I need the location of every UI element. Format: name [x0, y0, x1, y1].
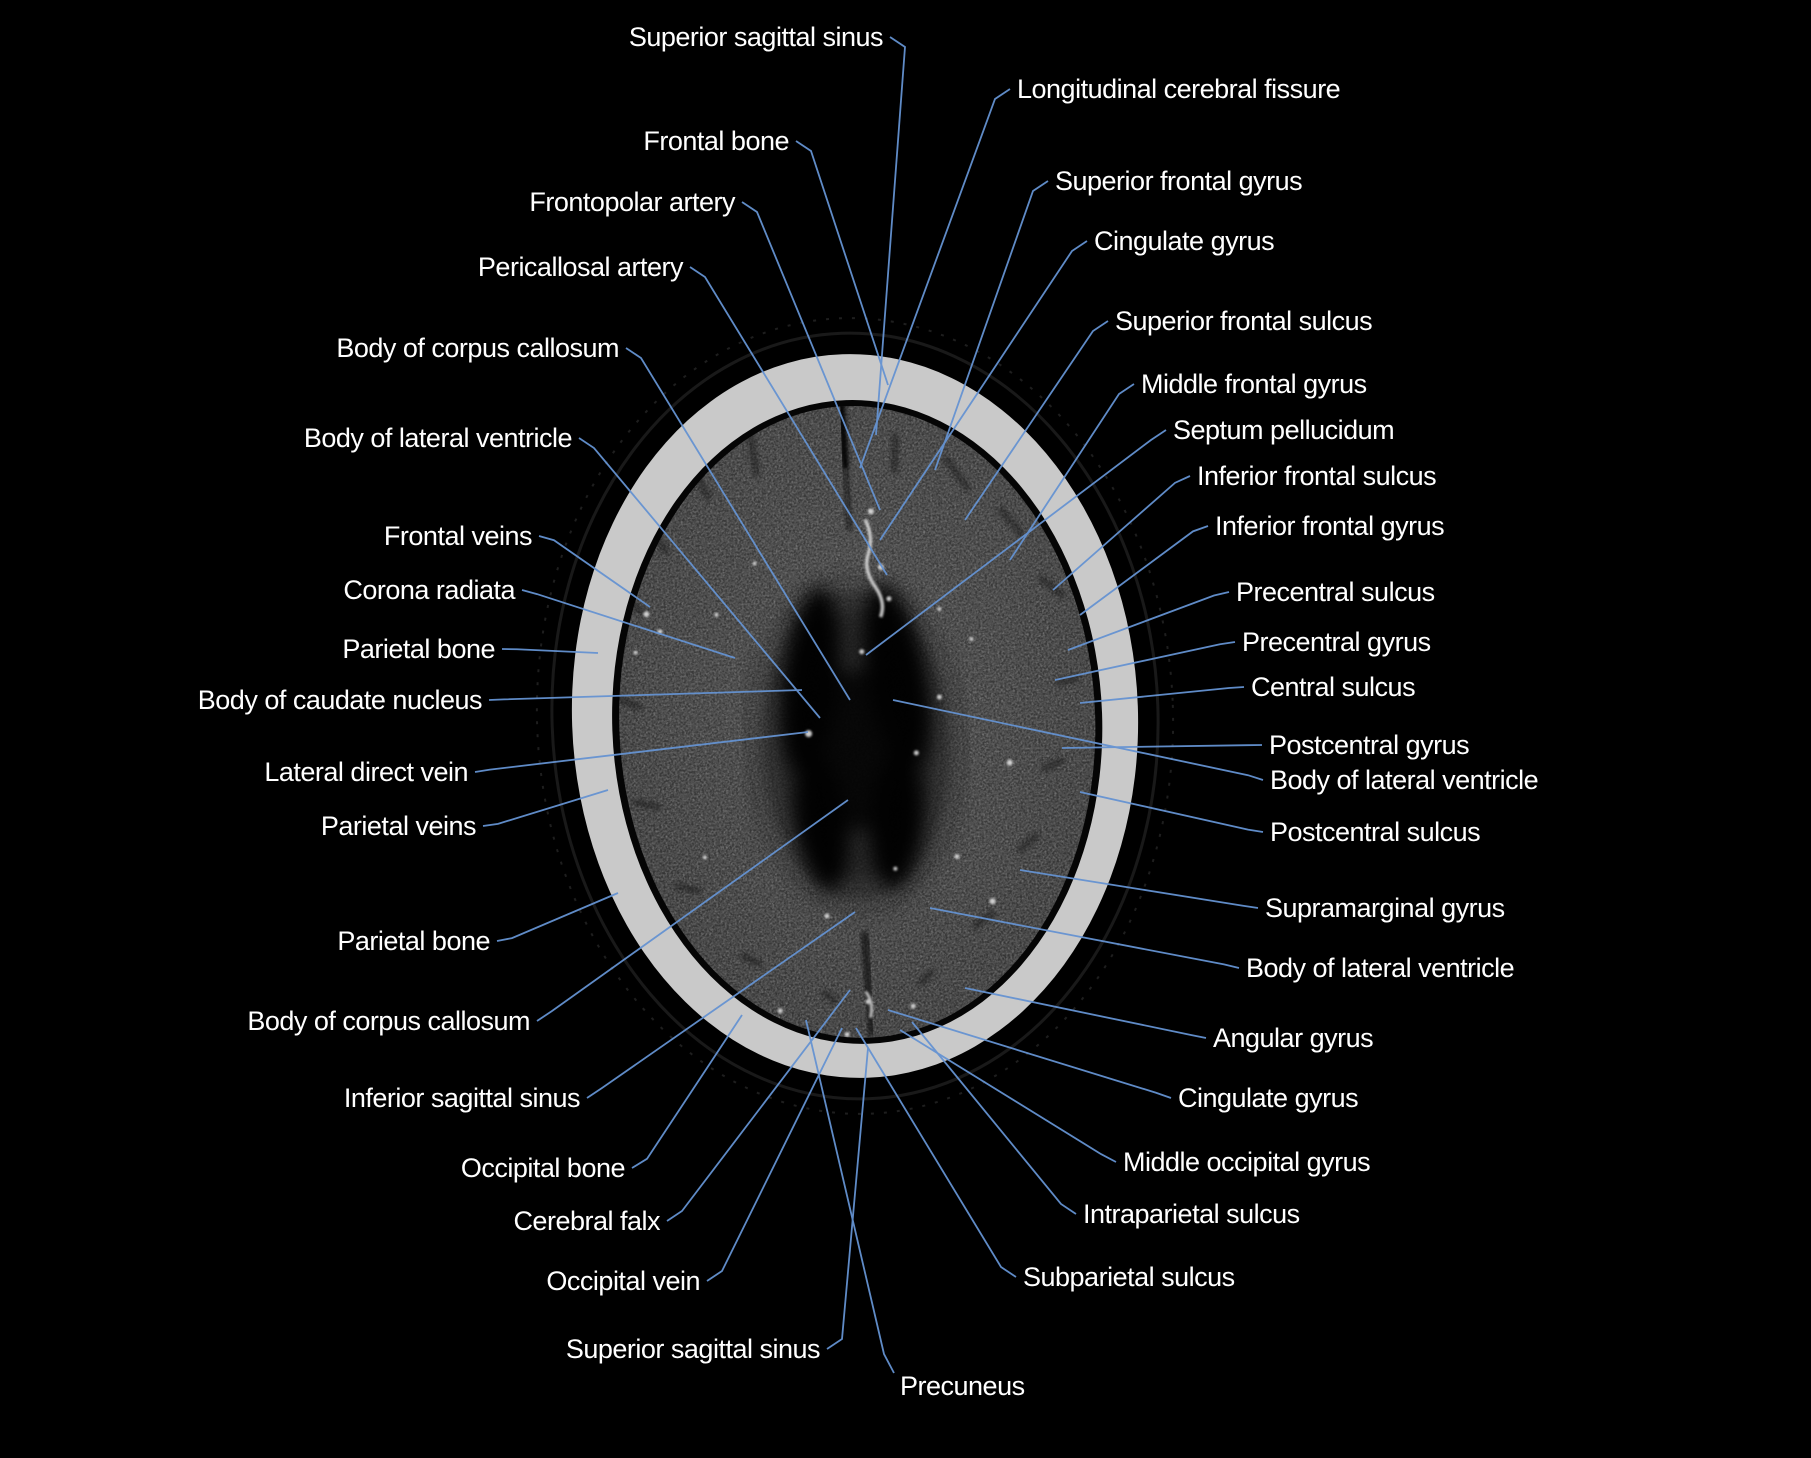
leader-line-corona-radiata — [521, 589, 736, 659]
leader-line-inferior-frontal-sulcus — [1052, 475, 1191, 591]
leader-line-body-of-lateral-ventricle-right-lower — [929, 907, 1240, 969]
leader-line-body-of-corpus-callosum-upper — [625, 347, 851, 701]
anatomy-label-precentral-gyrus: Precentral gyrus — [1242, 627, 1431, 657]
anatomy-label-body-of-corpus-callosum-upper: Body of corpus callosum — [336, 333, 619, 363]
leader-line-pericallosal-artery — [689, 266, 888, 576]
leader-line-precentral-gyrus — [1054, 641, 1236, 681]
scalp-outline-faint — [550, 331, 1160, 1101]
leader-line-precuneus — [805, 1019, 895, 1374]
midline-fissure — [837, 398, 875, 1036]
leader-line-body-of-lateral-ventricle-left — [578, 437, 821, 719]
leader-line-cingulate-gyrus-upper — [879, 240, 1088, 541]
anatomy-label-lateral-direct-vein: Lateral direct vein — [264, 757, 468, 787]
anatomy-label-precentral-sulcus: Precentral sulcus — [1236, 577, 1435, 607]
anatomy-label-body-of-lateral-ventricle-right-upper: Body of lateral ventricle — [1270, 765, 1539, 795]
anatomy-label-longitudinal-cerebral-fissure: Longitudinal cerebral fissure — [1017, 74, 1341, 104]
anatomy-label-pericallosal-artery: Pericallosal artery — [477, 252, 684, 282]
leader-line-superior-sagittal-sinus-bottom — [826, 1047, 869, 1350]
leader-line-frontal-bone — [795, 140, 889, 386]
leader-line-cingulate-gyrus-lower — [887, 1009, 1172, 1099]
anatomy-label-supramarginal-gyrus: Supramarginal gyrus — [1265, 893, 1505, 923]
anatomy-label-body-of-lateral-ventricle-left: Body of lateral ventricle — [303, 423, 573, 453]
leader-line-angular-gyrus — [964, 987, 1207, 1039]
leader-line-septum-pellucidum — [865, 429, 1167, 656]
anatomy-label-middle-occipital-gyrus: Middle occipital gyrus — [1123, 1147, 1371, 1177]
leader-line-occipital-vein — [706, 1027, 843, 1282]
anatomy-label-body-of-corpus-callosum-lower: Body of corpus callosum — [247, 1006, 530, 1036]
leader-line-central-sulcus — [1079, 686, 1245, 704]
leader-line-middle-frontal-gyrus — [1009, 383, 1135, 561]
leader-line-parietal-bone-lower-left — [496, 892, 619, 942]
anatomy-label-cerebral-falx: Cerebral falx — [513, 1206, 660, 1236]
anatomy-label-superior-frontal-gyrus: Superior frontal gyrus — [1055, 166, 1303, 196]
anatomy-label-parietal-veins: Parietal veins — [320, 811, 477, 841]
anatomy-label-frontopolar-artery: Frontopolar artery — [529, 187, 735, 217]
anatomy-label-middle-frontal-gyrus: Middle frontal gyrus — [1141, 369, 1367, 399]
anatomy-label-angular-gyrus: Angular gyrus — [1213, 1023, 1374, 1053]
leader-line-postcentral-gyrus — [1061, 744, 1263, 749]
leader-line-frontopolar-artery — [741, 201, 881, 511]
leader-line-frontal-veins — [538, 535, 651, 608]
anatomy-label-postcentral-gyrus: Postcentral gyrus — [1269, 730, 1470, 760]
anatomy-label-frontal-bone: Frontal bone — [643, 126, 789, 156]
leader-line-inferior-sagittal-sinus — [586, 911, 856, 1099]
anatomy-label-superior-sagittal-sinus-top: Superior sagittal sinus — [628, 22, 884, 52]
anatomy-label-frontal-veins: Frontal veins — [383, 521, 533, 551]
anatomy-label-superior-sagittal-sinus-bottom: Superior sagittal sinus — [565, 1334, 821, 1364]
anatomy-label-inferior-frontal-sulcus: Inferior frontal sulcus — [1197, 461, 1437, 491]
anatomy-label-body-of-lateral-ventricle-right-lower: Body of lateral ventricle — [1246, 953, 1515, 983]
anatomy-label-septum-pellucidum: Septum pellucidum — [1173, 415, 1395, 445]
scalp-outline-dashed — [535, 317, 1175, 1115]
anatomy-label-corona-radiata: Corona radiata — [343, 575, 515, 605]
leader-line-body-of-corpus-callosum-lower — [536, 799, 849, 1022]
anatomy-label-occipital-bone: Occipital bone — [460, 1153, 626, 1183]
anatomy-label-parietal-bone-upper-left: Parietal bone — [342, 634, 495, 664]
leader-line-occipital-bone — [631, 1014, 743, 1169]
leader-line-body-of-lateral-ventricle-right-upper — [892, 699, 1264, 781]
leader-line-superior-frontal-sulcus — [964, 320, 1109, 521]
leader-line-parietal-bone-upper-left — [501, 648, 599, 654]
anatomy-label-central-sulcus: Central sulcus — [1251, 672, 1416, 702]
leader-line-postcentral-sulcus — [1079, 791, 1264, 833]
anatomy-label-superior-frontal-sulcus: Superior frontal sulcus — [1115, 306, 1373, 336]
leader-line-supramarginal-gyrus — [1019, 869, 1259, 909]
leader-line-intraparietal-sulcus — [911, 1021, 1077, 1215]
anatomy-label-body-of-caudate-nucleus: Body of caudate nucleus — [197, 685, 483, 715]
anatomy-label-intraparietal-sulcus: Intraparietal sulcus — [1083, 1199, 1300, 1229]
leader-line-longitudinal-cerebral-fissure — [859, 88, 1011, 469]
leader-line-lateral-direct-vein — [474, 731, 809, 773]
leader-line-precentral-sulcus — [1067, 591, 1230, 651]
anatomy-label-occipital-vein: Occipital vein — [546, 1266, 700, 1296]
leader-line-subparietal-sulcus — [855, 1027, 1017, 1278]
anatomy-label-postcentral-sulcus: Postcentral sulcus — [1270, 817, 1481, 847]
anatomy-label-cingulate-gyrus-lower: Cingulate gyrus — [1178, 1083, 1359, 1113]
leader-line-body-of-caudate-nucleus — [488, 689, 803, 701]
anatomy-label-inferior-sagittal-sinus: Inferior sagittal sinus — [343, 1083, 581, 1113]
leader-line-middle-occipital-gyrus — [899, 1029, 1117, 1163]
anatomy-label-subparietal-sulcus: Subparietal sulcus — [1023, 1262, 1235, 1292]
leader-line-superior-frontal-gyrus — [934, 180, 1049, 471]
leader-line-superior-sagittal-sinus-top — [875, 36, 906, 436]
anatomy-label-cingulate-gyrus-upper: Cingulate gyrus — [1094, 226, 1275, 256]
anatomy-label-parietal-bone-lower-left: Parietal bone — [337, 926, 490, 956]
leader-line-cerebral-falx — [666, 989, 851, 1222]
anatomy-label-inferior-frontal-gyrus: Inferior frontal gyrus — [1215, 511, 1445, 541]
leader-line-parietal-veins — [482, 789, 609, 827]
leader-line-inferior-frontal-gyrus — [1079, 525, 1209, 616]
lateral-ventricles — [781, 584, 931, 891]
anatomy-label-precuneus: Precuneus — [900, 1371, 1025, 1401]
